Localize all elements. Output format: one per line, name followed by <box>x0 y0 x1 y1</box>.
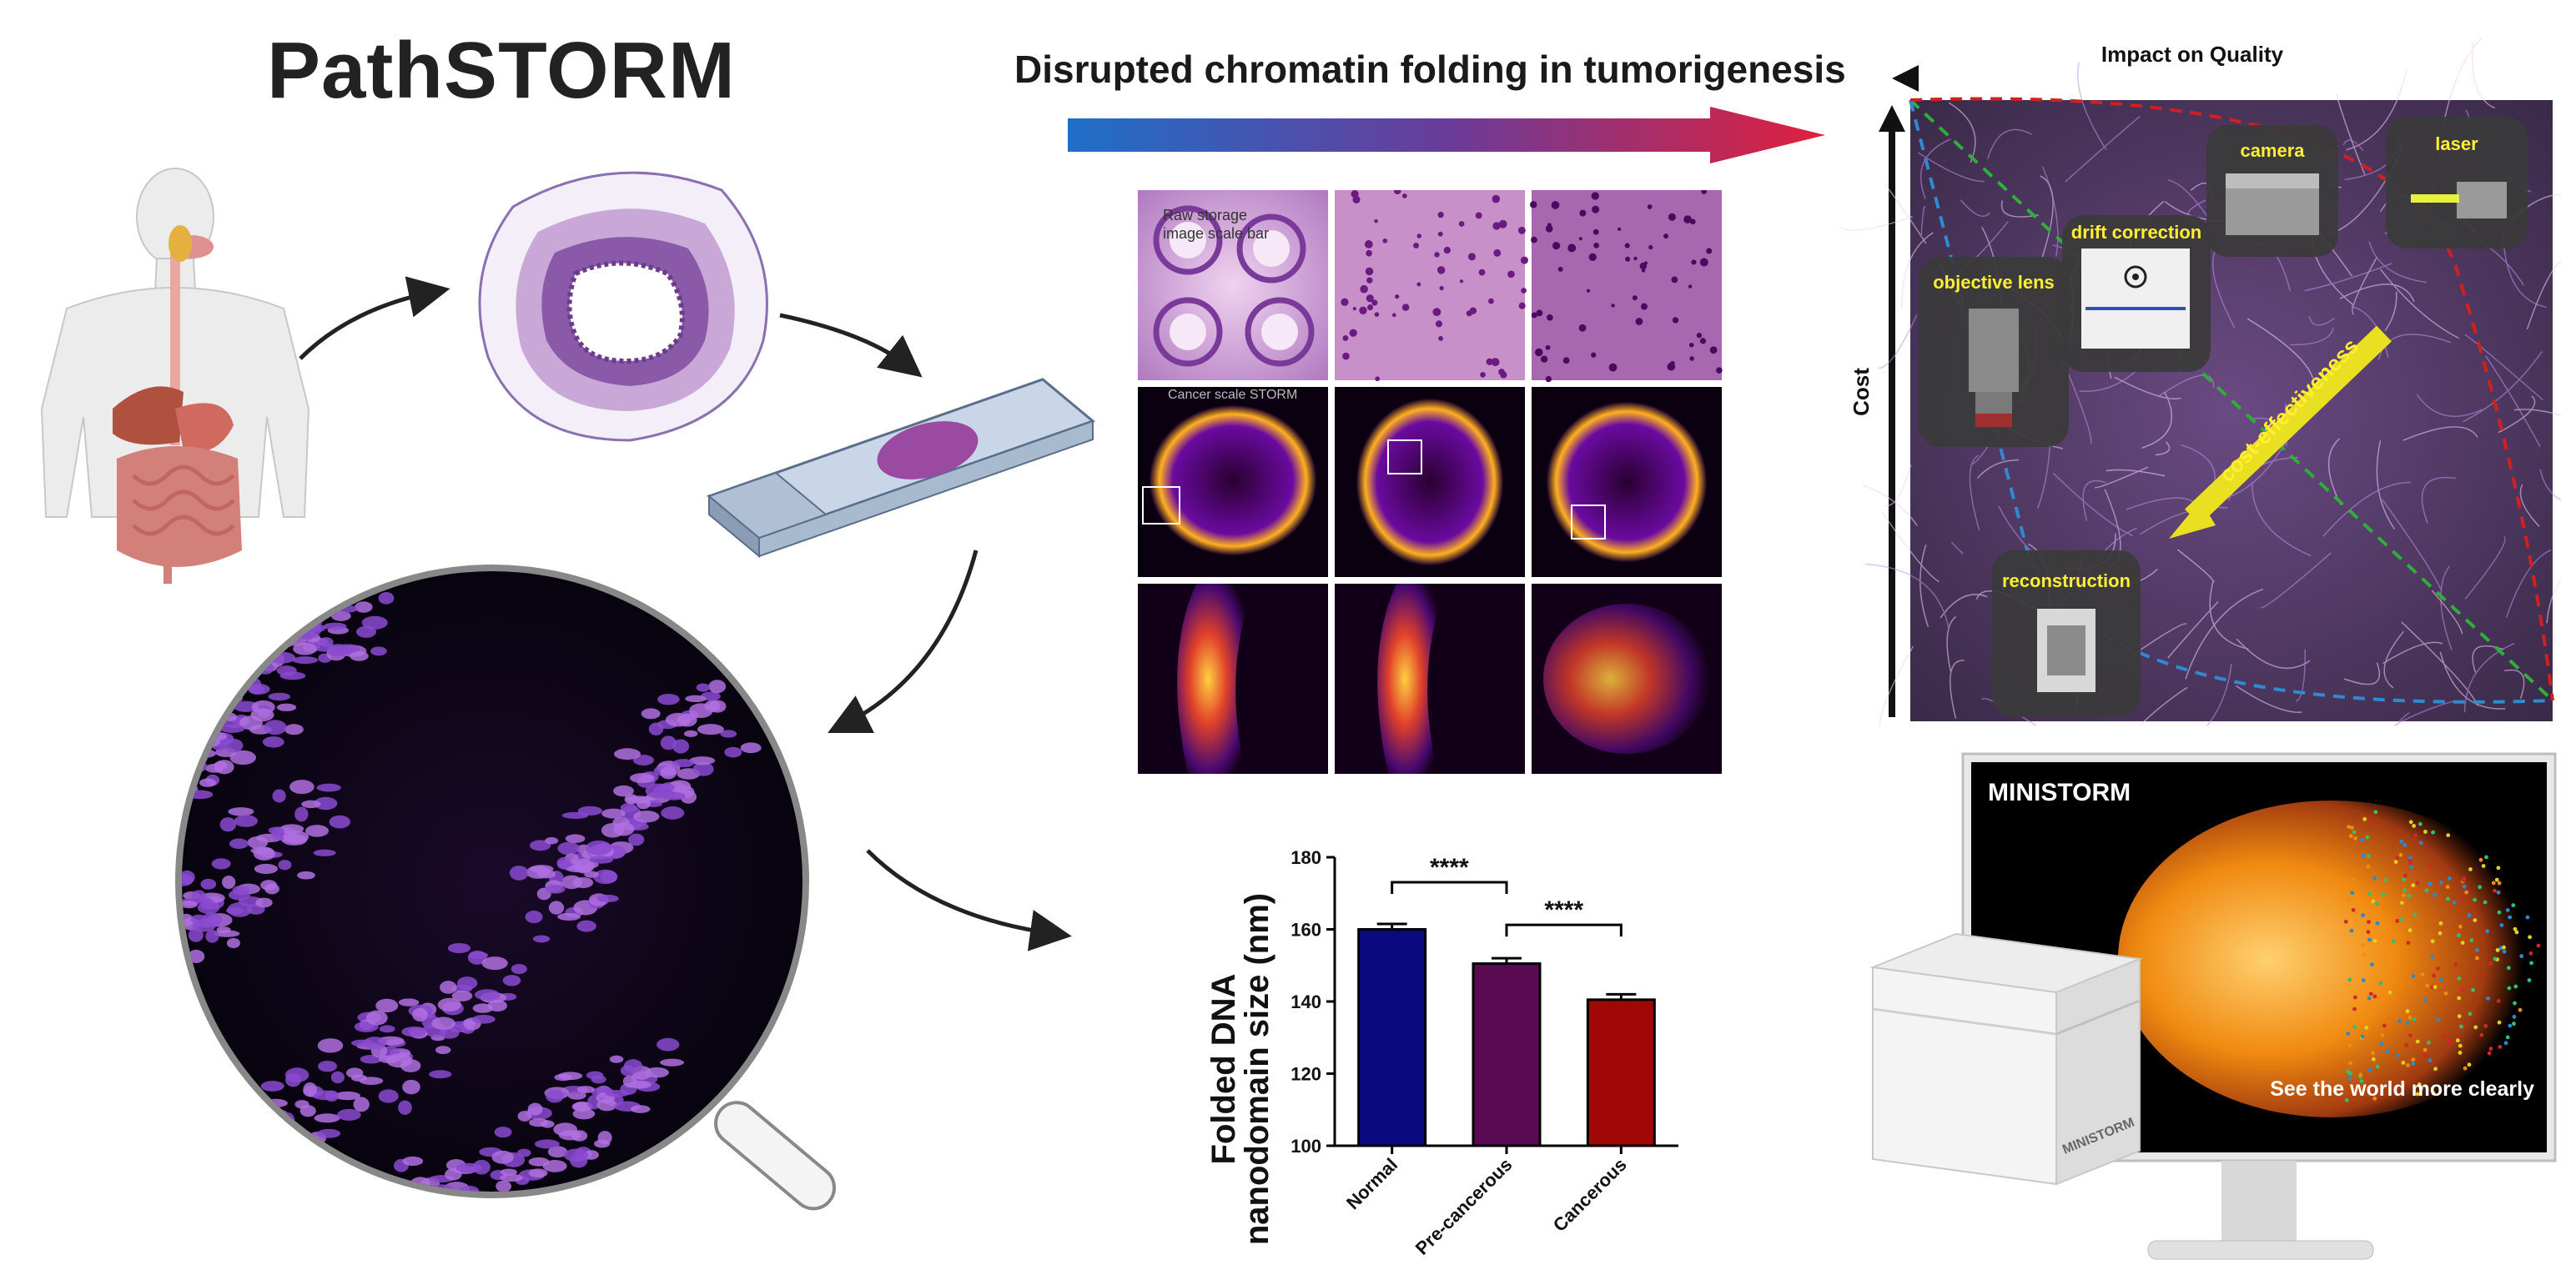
micrograph-grid: Raw storage image scale bar Cancer scale… <box>1138 190 1723 774</box>
bar-chart: Folded DNA nanodomain size (nm) 100 120 14… <box>1205 847 1678 1259</box>
storm-nucleus-row <box>1138 387 1722 577</box>
camera-tile: camera <box>2206 125 2338 257</box>
y-axis-label-line1: Folded DNA <box>1205 974 1242 1165</box>
microscope-slide <box>707 378 1095 559</box>
y-tick-label: 120 <box>1291 1064 1321 1085</box>
reconstruction-tile: reconstruction <box>1992 550 2141 717</box>
overlay-text-3: Cancer scale STORM <box>1168 388 1297 402</box>
bar-cancerous <box>1586 998 1656 1147</box>
camera-label: camera <box>2240 140 2305 161</box>
y-axis-label-line2: nanodomain size (nm) <box>1239 893 1275 1245</box>
stomach-shape <box>175 403 234 452</box>
liver-shape <box>113 386 184 445</box>
screen-brand-text: MINISTORM <box>1988 779 2131 806</box>
monitor-stand <box>2221 1161 2297 1244</box>
bar-pre-cancerous <box>1472 962 1542 1147</box>
significance-bracket <box>1391 881 1508 895</box>
objective-lens-tile: objective lens <box>1919 257 2069 447</box>
figure-title: PathSTORM <box>267 26 736 115</box>
objective-lens-icon <box>1969 309 2019 427</box>
significance-bracket <box>1505 923 1623 937</box>
magnifier-tissue-view <box>175 565 837 1211</box>
x-axis-quality-label: Impact on Quality <box>2101 42 2284 67</box>
significance-label: **** <box>1544 896 1583 924</box>
y-tick-label: 100 <box>1291 1136 1321 1157</box>
colon-tissue-cross-section <box>478 171 768 442</box>
screen-nucleus-image <box>2118 801 2545 1117</box>
ministorm-product: MINISTORM See the world more clearly MIN… <box>1869 752 2557 1260</box>
drift-correction-tile: drift correction <box>2062 215 2211 372</box>
camera-icon <box>2226 173 2319 235</box>
bar-normal <box>1357 928 1427 1147</box>
overlay-text-2: image scale bar <box>1163 225 1269 242</box>
human-body-illustration <box>40 168 310 584</box>
y-axis-cost-label: Cost <box>1849 368 1874 416</box>
storm-zoom-row <box>1138 584 1722 774</box>
objective-lens-label: objective lens <box>1933 272 2055 293</box>
y-tick-label: 160 <box>1291 920 1321 941</box>
laser-icon <box>2411 182 2507 218</box>
screen-tagline: See the world more clearly <box>2270 1077 2534 1101</box>
reconstruction-label: reconstruction <box>2002 570 2131 591</box>
reconstruction-icon <box>2037 609 2096 692</box>
drift-correction-icon <box>2081 248 2190 349</box>
x-tick-label: Normal <box>1342 1154 1401 1213</box>
ministorm-box: MINISTORM <box>1869 932 2143 1186</box>
overlay-text-1: Raw storage <box>1163 207 1247 223</box>
tumorigenesis-gradient-arrow <box>1068 107 1825 163</box>
salivary-gland-shape <box>169 225 192 262</box>
quality-cost-panel: Impact on Quality Cost camera laser drif… <box>1840 37 2561 725</box>
y-tick-label: 180 <box>1291 847 1321 868</box>
laser-label: laser <box>2435 133 2478 154</box>
x-tick-label: Cancerous <box>1549 1154 1631 1236</box>
laser-tile: laser <box>2386 117 2528 248</box>
drift-correction-label: drift correction <box>2071 222 2201 243</box>
intestine-shape <box>117 446 242 567</box>
headline: Disrupted chromatin folding in tumorigen… <box>1014 48 1846 91</box>
y-tick-label: 140 <box>1291 991 1321 1012</box>
x-tick-label: Pre-cancerous <box>1411 1154 1517 1259</box>
significance-label: **** <box>1430 854 1469 881</box>
